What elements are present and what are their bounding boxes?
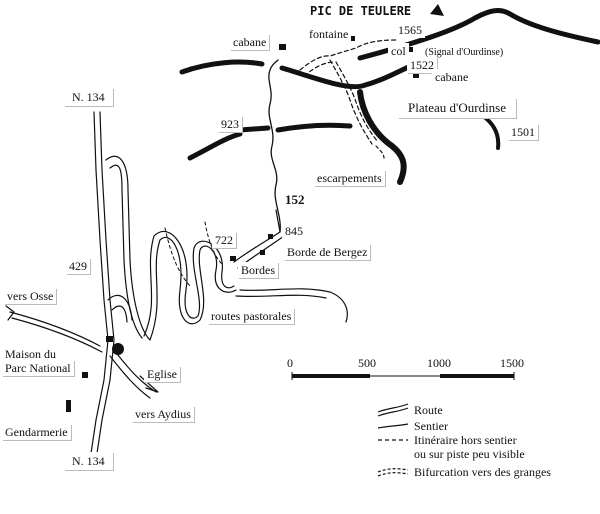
legend-itineraire: Itinéraire hors sentier: [414, 433, 517, 447]
road-n134-b: [95, 111, 115, 461]
ridge-escarp: [357, 89, 407, 185]
n134-top-label: N. 134: [64, 88, 113, 106]
maison-label: Maison du: [2, 346, 59, 362]
ridge-lower: [187, 131, 243, 161]
trail-main: [268, 59, 281, 233]
scale-500: 500: [358, 356, 376, 370]
altitude-1565: 1565: [395, 22, 425, 38]
plateau-label: Plateau d'Ourdinse: [398, 98, 517, 118]
route-dashed-3: [329, 59, 373, 145]
scale-1000: 1000: [427, 356, 451, 370]
cabane-right-label: cabane: [432, 69, 472, 85]
bordes-label: Bordes: [238, 262, 278, 278]
ridge-plateau: [279, 59, 423, 90]
scale-0: 0: [287, 356, 293, 370]
scale-1500: 1500: [500, 356, 524, 370]
signal-label: (Signal d'Ourdinse): [422, 45, 507, 61]
escarpements-label: escarpements: [314, 170, 385, 186]
legend-itineraire-2: ou sur piste peu visible: [414, 447, 525, 461]
altitude-429: 429: [66, 258, 90, 274]
ridge-top: [357, 8, 600, 61]
route-dashed-1: [299, 39, 397, 71]
road-n134-a: [89, 111, 109, 461]
altitude-1522: 1522: [407, 57, 437, 73]
borde-de-bergez-label: Borde de Bergez: [284, 244, 371, 260]
route-dashed-4: [335, 61, 379, 143]
parc-national-label: Parc National: [2, 360, 74, 376]
eglise-label: Eglise: [144, 366, 180, 382]
legend-bifurcation: Bifurcation vers des granges: [414, 465, 551, 479]
altitude-1501: 1501: [508, 124, 538, 140]
route-152-label: 152: [282, 192, 308, 208]
vers-osse-label: vers Osse: [4, 288, 57, 304]
ridge-923b: [275, 122, 353, 133]
altitude-722: 722: [212, 232, 236, 248]
ridge-left: [179, 59, 265, 75]
altitude-923: 923: [218, 116, 242, 132]
fontaine-label: fontaine: [306, 26, 352, 42]
col-label: col: [388, 43, 409, 59]
legend-sentier: Sentier: [414, 419, 448, 433]
legend-route: Route: [414, 403, 443, 417]
vers-aydius-label: vers Aydius: [132, 406, 194, 422]
peak-label: PIC DE TEULERE: [306, 3, 416, 19]
gendarmerie-label: Gendarmerie: [2, 424, 71, 440]
routes-pastorales-label: routes pastorales: [208, 308, 295, 324]
cabane-top-label: cabane: [230, 34, 270, 50]
altitude-845: 845: [282, 223, 306, 239]
n134-bottom-label: N. 134: [64, 452, 113, 470]
route-dashed-2: [303, 61, 335, 77]
ridge-923a: [237, 125, 271, 133]
